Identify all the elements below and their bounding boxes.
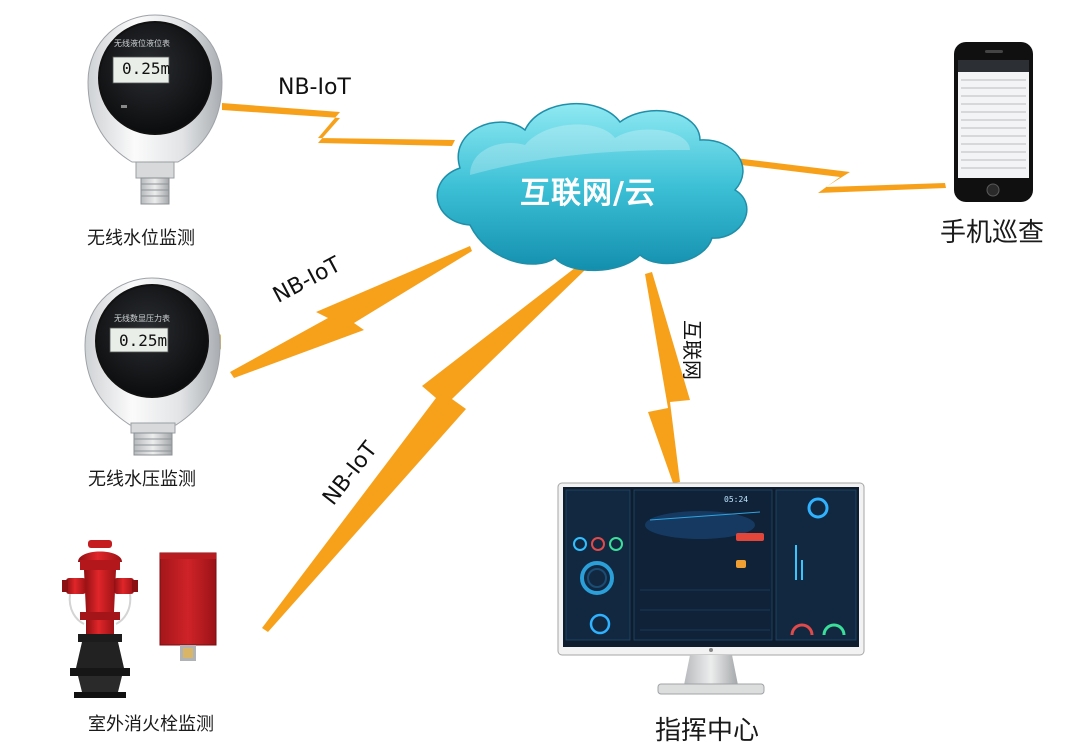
link-bolts: [222, 103, 946, 632]
cloud-icon: [436, 103, 748, 272]
bolt-water-pressure-icon: [230, 246, 472, 378]
link-label-nb1: NB-IoT: [278, 75, 351, 100]
hydrant-monitor-box-icon: [159, 552, 217, 661]
water-pressure-sensor-icon: [84, 277, 221, 456]
water-level-label: 无线水位监测: [87, 228, 195, 249]
hydrant-label: 室外消火栓监测: [88, 714, 214, 735]
link-label-internet: 互联网: [680, 320, 704, 380]
command-center-label: 指挥中心: [655, 716, 760, 746]
water-pressure-reading: 0.25m: [119, 331, 168, 350]
mobile-label: 手机巡查: [940, 218, 1045, 248]
water-pressure-screen-title: 无线数显压力表: [114, 314, 170, 323]
water-level-screen-title: 无线液位液位表: [114, 39, 170, 48]
bolt-hydrant-icon: [262, 264, 585, 632]
water-level-sensor-icon: [87, 14, 223, 205]
mobile-phone-icon: [954, 42, 1033, 202]
water-pressure-label: 无线水压监测: [88, 469, 196, 490]
bolt-mobile-icon: [733, 158, 946, 193]
water-level-reading: 0.25m: [122, 59, 171, 78]
dashboard-panels: [565, 489, 857, 641]
bolt-internet-icon: [645, 272, 690, 483]
bolt-water-level-icon: [222, 103, 455, 146]
dashboard-readout: 05:24: [724, 495, 749, 504]
fire-hydrant-icon: [62, 540, 138, 698]
cloud-label: 互联网/云: [520, 176, 656, 211]
command-center-monitor-icon: [557, 482, 865, 695]
